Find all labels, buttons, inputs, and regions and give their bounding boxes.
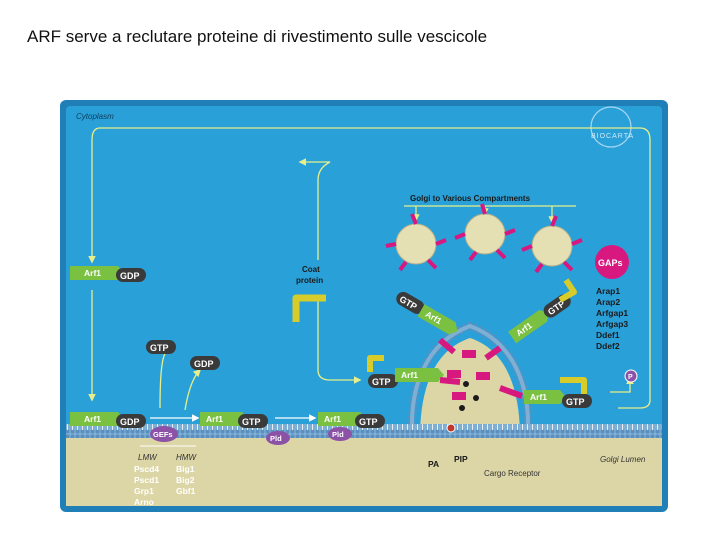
hmw-gef-list: Big1 Big2 Gbf1 <box>176 464 196 496</box>
gap-item: Arfgap1 <box>596 308 628 318</box>
cycle-arrow-left <box>88 127 340 264</box>
lmw-gef-item: Pscd1 <box>134 475 159 485</box>
arf1-gtp-complex-membrane: Arf1 GTP <box>318 412 385 428</box>
arf1-gdp-complex-bottom: Arf1 GDP <box>70 412 146 428</box>
pld-label: Pld <box>270 434 282 443</box>
lmw-gef-item: Arno <box>134 497 154 507</box>
biocarta-logo: BIOCARTA <box>591 133 634 140</box>
coat-label-1: Coat <box>302 265 320 274</box>
hmw-label: HMW <box>176 453 197 462</box>
arf1-label: Arf1 <box>84 414 101 424</box>
pip-marker <box>446 423 456 433</box>
gap-item: Arfgap3 <box>596 319 628 329</box>
gap-arrow <box>610 376 634 393</box>
gap-list: Arap1 Arap2 Arfgap1 Arfgap3 Ddef1 Ddef2 <box>596 286 628 351</box>
arf1-gtp-complex-bud-right: Arf1 GTP <box>524 390 592 408</box>
gap-item: Arap1 <box>596 286 620 296</box>
cytoplasm-label: Cytoplasm <box>76 112 114 121</box>
gtp-label: GTP <box>566 397 585 407</box>
coat-adaptor-diag-right <box>484 345 502 361</box>
arf1-gtp-complex-middle: Arf1 GTP <box>200 412 268 428</box>
phosphate-node: P <box>624 369 638 383</box>
gap-item: Arap2 <box>596 297 620 307</box>
cycle-arrow-right <box>340 127 651 409</box>
golgi-membrane <box>66 424 662 438</box>
pld-label: Pld <box>332 430 344 439</box>
coat-recruit-arrow <box>317 300 362 384</box>
coat-on-membrane <box>367 355 384 372</box>
coat-adaptor-left <box>439 377 461 385</box>
golgi-bud <box>420 338 520 438</box>
gap-item: Ddef1 <box>596 330 620 340</box>
arf1-label: Arf1 <box>401 370 418 380</box>
gdp-label: GDP <box>120 271 140 281</box>
coat-protein-shape <box>292 294 326 322</box>
arf1-gtp-complex-diag-right: Arf1 GTP <box>508 294 571 344</box>
lmw-gef-list: Pscd4 Pscd1 Grp1 Arno <box>134 464 159 507</box>
gaps-node: GAPs <box>595 245 629 279</box>
coat-diag-right <box>558 278 577 303</box>
coated-vesicle-1 <box>385 213 447 272</box>
free-gtp: GTP <box>146 340 176 354</box>
gtp-label: GTP <box>372 377 391 387</box>
pld-node-2: Pld <box>328 427 352 441</box>
gdp-label: GDP <box>120 417 140 427</box>
phosphate-label: P <box>628 374 633 381</box>
gdp-label: GDP <box>194 359 214 369</box>
arf1-label: Arf1 <box>206 414 223 424</box>
lumen-region <box>66 438 662 506</box>
arf1-gdp-complex-top: Arf1 GDP <box>70 266 146 282</box>
coat-adaptor-right <box>498 385 524 399</box>
coat-return-arrow <box>298 158 331 260</box>
coat-adaptor-diag-left <box>438 337 456 355</box>
pa-label: PA <box>428 459 439 469</box>
arf1-label: Arf1 <box>530 392 547 402</box>
cargo-receptors <box>447 350 490 411</box>
lumen-label: Golgi Lumen <box>600 455 646 464</box>
gaps-label: GAPs <box>598 258 623 268</box>
hmw-gef-item: Big1 <box>176 464 195 474</box>
gtp-label: GTP <box>242 417 261 427</box>
coat-right <box>560 377 587 394</box>
gap-item: Ddef2 <box>596 341 620 351</box>
gdp-out-arrow <box>184 368 202 411</box>
cargo-receptor-label: Cargo Receptor <box>484 469 541 478</box>
hmw-gef-item: Gbf1 <box>176 486 196 496</box>
gefs-label: GEFs <box>153 430 173 439</box>
golgi-header: Golgi to Various Compartments <box>410 194 531 203</box>
lmw-gef-item: Pscd4 <box>134 464 159 474</box>
pip-label: PIP <box>454 454 468 464</box>
logo-ring <box>590 106 632 148</box>
gtp-label: GTP <box>150 343 169 353</box>
lmw-label: LMW <box>138 453 158 462</box>
hmw-gef-item: Big2 <box>176 475 195 485</box>
gtp-label: GTP <box>359 417 378 427</box>
pld-node-1: Pld <box>266 431 290 445</box>
coat-label-2: protein <box>296 276 323 285</box>
coated-vesicle-2 <box>454 203 516 262</box>
slide-title: ARF serve a reclutare proteine di rivest… <box>27 27 488 46</box>
arf1-label: Arf1 <box>84 268 101 278</box>
arf1-gtp-complex-bud-left: GTP Arf1 <box>368 368 444 388</box>
arf1-label: Arf1 <box>324 414 341 424</box>
gefs-node: GEFs <box>150 426 178 442</box>
coated-vesicle-3 <box>521 215 583 274</box>
lmw-gef-item: Grp1 <box>134 486 154 496</box>
free-gdp: GDP <box>190 356 220 370</box>
